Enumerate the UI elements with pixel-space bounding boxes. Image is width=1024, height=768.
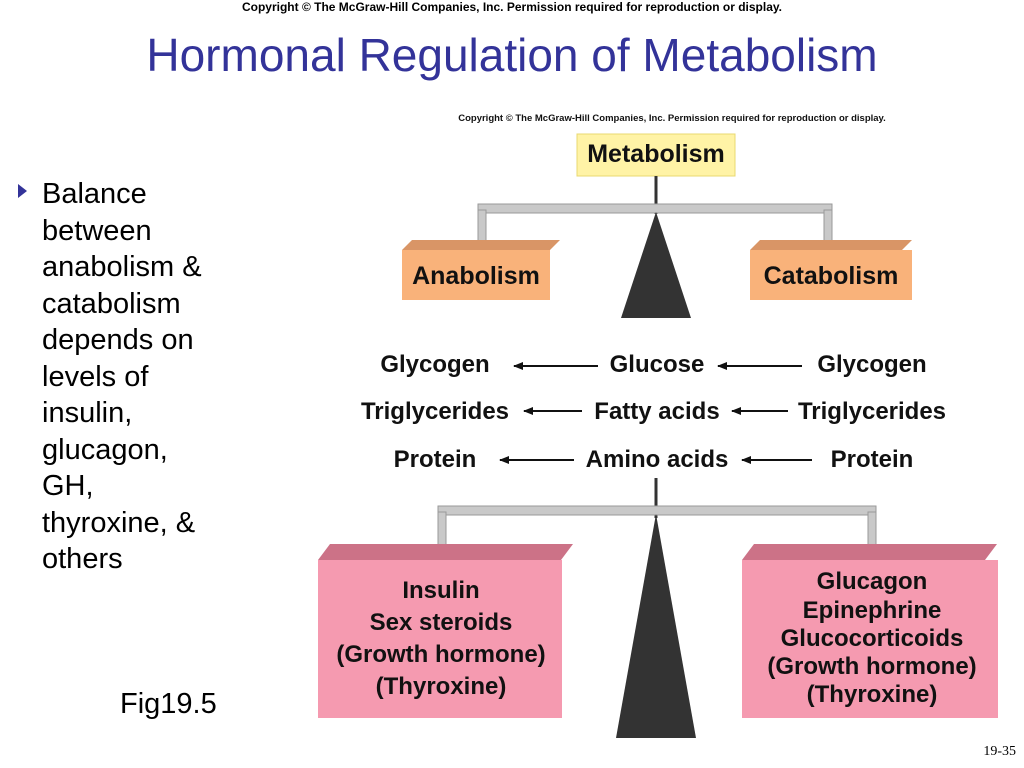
anabolism-box-top bbox=[402, 240, 560, 250]
row3-left-label: Protein bbox=[394, 446, 477, 473]
right-hormone-line: (Growth hormone) bbox=[767, 653, 976, 680]
slide-title: Hormonal Regulation of Metabolism bbox=[146, 29, 878, 81]
bullet-line: Balance bbox=[42, 178, 147, 210]
bullet-line: levels of bbox=[42, 360, 149, 393]
bullet-line: depends on bbox=[42, 324, 194, 356]
catabolism-box-top bbox=[750, 240, 912, 250]
bullet-line: between bbox=[42, 214, 152, 247]
right-hormone-box-top bbox=[742, 544, 997, 560]
row1-center-label: Glucose bbox=[610, 351, 705, 378]
lower-fulcrum bbox=[616, 514, 696, 738]
metabolism-box bbox=[576, 133, 736, 177]
left-hormone-line: Insulin bbox=[402, 577, 479, 604]
bullet-line: GH, bbox=[42, 470, 94, 502]
row3-center-label: Amino acids bbox=[586, 446, 729, 473]
catabolism-label: Catabolism bbox=[764, 262, 899, 290]
right-hormone-box bbox=[742, 560, 998, 718]
anabolism-label: Anabolism bbox=[412, 262, 540, 290]
row3-right-label: Protein bbox=[831, 446, 914, 473]
copyright-notice: Copyright © The McGraw-Hill Companies, I… bbox=[241, 0, 783, 14]
left-hormone-box-top bbox=[318, 544, 573, 560]
row2-center-label: Fatty acids bbox=[594, 398, 719, 425]
anabolism-box bbox=[402, 250, 550, 300]
row1-left-label: Glycogen bbox=[380, 351, 489, 378]
page-number: 19-35 bbox=[983, 744, 1016, 759]
right-hormone-line: Glucagon bbox=[817, 568, 928, 595]
bullet-line: glucagon, bbox=[42, 433, 168, 466]
bullet-line: catabolism bbox=[42, 287, 181, 320]
right-hormone-line: (Thyroxine) bbox=[807, 681, 938, 708]
upper-scale-beam bbox=[477, 203, 833, 214]
triangle-bullet-icon bbox=[18, 184, 27, 198]
figure-copyright: Copyright © The McGraw-Hill Companies, I… bbox=[458, 113, 886, 124]
row2-right-label: Triglycerides bbox=[798, 398, 946, 425]
row2-left-label: Triglycerides bbox=[361, 398, 509, 425]
bullet-line: insulin, bbox=[42, 397, 133, 429]
lower-scale-beam bbox=[437, 505, 877, 516]
figure-label: Fig19.5 bbox=[120, 688, 217, 720]
left-hormone-line: (Growth hormone) bbox=[336, 641, 545, 668]
left-hormone-line: (Thyroxine) bbox=[376, 673, 507, 700]
bullet-line: anabolism & bbox=[42, 251, 202, 283]
left-hormone-box bbox=[318, 560, 562, 718]
row1-right-label: Glycogen bbox=[817, 351, 926, 378]
bullet-text: Balance between anabolism & catabolism d… bbox=[42, 176, 272, 578]
right-hormone-line: Epinephrine bbox=[803, 597, 942, 624]
upper-fulcrum bbox=[621, 212, 691, 318]
catabolism-box bbox=[750, 250, 912, 300]
bullet-line: thyroxine, & bbox=[42, 506, 196, 539]
left-hormone-line: Sex steroids bbox=[370, 609, 513, 636]
right-hormone-line: Glucocorticoids bbox=[781, 625, 964, 652]
bullet-line: others bbox=[42, 543, 123, 575]
metabolism-label: Metabolism bbox=[587, 140, 725, 168]
